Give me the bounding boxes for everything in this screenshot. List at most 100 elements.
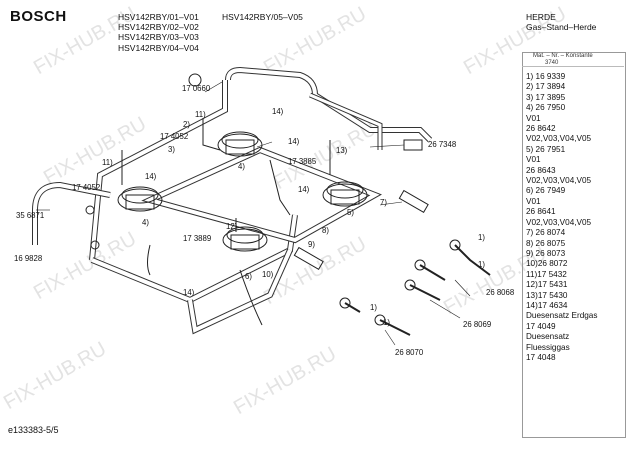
konstante-label: Mat. – Nr. – Konstante 3740 (533, 53, 593, 66)
callout-label: 4) (238, 162, 245, 171)
category-title: HERDE (526, 12, 556, 22)
callout-label: 16 9828 (14, 254, 43, 263)
gas-valve (454, 244, 491, 276)
ignition-wire (147, 244, 151, 276)
callout-label: 1) (370, 303, 377, 312)
gas-valve (404, 279, 416, 291)
parts-list-row: V02,V03,V04,V05 (526, 134, 592, 144)
category-header: HERDE Gas–Stand–Herde (526, 12, 596, 32)
callout-label: 5) (347, 208, 354, 217)
gas-valve (409, 284, 441, 301)
leader-line (454, 279, 471, 297)
frame-tube (91, 214, 297, 303)
parts-list-row: 2) 17 3894 (526, 82, 566, 92)
burner-right (322, 181, 368, 207)
model-number: HSV142RBY/04–V04 (118, 42, 199, 53)
parts-list-row: V01 (526, 155, 541, 165)
burner-front (222, 226, 268, 252)
callout-label: 12) (226, 222, 238, 231)
bracket-clip (398, 189, 429, 214)
parts-list-row: 8) 26 8075 (526, 238, 566, 248)
parts-list-row: 26 8641 (526, 207, 556, 217)
gas-valve (379, 319, 411, 336)
parts-list-row: 11)17 5432 (526, 269, 567, 279)
model-number: HSV142RBY/01–V01 (118, 12, 199, 22)
callout-label: 17 3885 (288, 157, 317, 166)
callout-label: 17 3889 (183, 234, 212, 243)
parts-list-row: 5) 26 7951 (526, 144, 566, 154)
parts-list-row: V01 (526, 196, 541, 206)
leader-line (379, 201, 403, 206)
callout-label: 26 8068 (486, 288, 515, 297)
leader-line (384, 329, 396, 346)
callout-label: 17 4052 (72, 183, 101, 192)
category-subtitle: Gas–Stand–Herde (526, 22, 597, 33)
parts-list-row: 12)17 5431 (526, 280, 568, 290)
model-list: HSV142RBY/01–V01 HSV142RBY/02–V02 HSV142… (118, 12, 199, 53)
frame-tube (90, 80, 227, 261)
parts-list-row: Duesensatz (526, 332, 570, 342)
parts-list-row: 6) 26 7949 (526, 186, 566, 196)
callout-label: 14) (183, 288, 195, 297)
parts-list-row: V01 (526, 113, 541, 123)
parts-list-row: 10)26 8072 (526, 259, 568, 269)
model-number: HSV142RBY/03–V03 (118, 32, 199, 43)
gas-valve (449, 239, 461, 251)
thermocouple (202, 118, 221, 151)
callout-label: 7) (380, 198, 387, 207)
bracket-clip (293, 246, 324, 271)
nozzle (85, 205, 95, 215)
brand-logo: BOSCH (10, 8, 67, 25)
parts-list-panel (522, 52, 626, 438)
parts-list-row: Fluessiggas (526, 342, 570, 352)
frame-tube (309, 93, 382, 150)
callout-label: 14) (272, 107, 284, 116)
burner-top (217, 131, 263, 157)
callout-label: 1) (383, 318, 390, 327)
bracket-clip (403, 139, 423, 151)
gas-valve (419, 264, 446, 281)
gas-valve (339, 297, 351, 309)
callout-label: 4) (142, 218, 149, 227)
parts-list-row: 17 4049 (526, 321, 556, 331)
callout-label: 26 7348 (428, 140, 457, 149)
callout-label: 14) (288, 137, 300, 146)
document-id: e133383-5/5 (8, 425, 59, 435)
callout-label: 2) (183, 120, 190, 129)
model-number-extra: HSV142RBY/05–V05 (222, 12, 303, 22)
callout-label: 11) (102, 158, 113, 167)
gas-valve (344, 302, 361, 313)
burner-left (117, 186, 163, 212)
gas-valve (414, 259, 426, 271)
parts-list-row: V02,V03,V04,V05 (526, 217, 592, 227)
callout-label: 11) (195, 110, 206, 119)
callout-label: 26 8069 (463, 320, 492, 329)
callout-label: 1) (478, 233, 485, 242)
callout-label: 26 8070 (395, 348, 424, 357)
callout-label: 9) (308, 240, 315, 249)
callout-label: 17 4052 (160, 132, 189, 141)
parts-list-row: 26 8643 (526, 165, 556, 175)
model-number: HSV142RBY/02–V02 (118, 22, 199, 33)
leader-line (204, 81, 223, 93)
callout-label: 3) (168, 145, 175, 154)
callout-label: 8) (322, 226, 329, 235)
parts-list-row: Duesensatz Erdgas (526, 311, 598, 321)
ignition-wire (239, 269, 263, 326)
ignition-wire (269, 159, 291, 216)
parts-list-row: 13)17 5430 (526, 290, 568, 300)
callout-label: 14) (145, 172, 157, 181)
parts-list-row: 4) 26 7950 (526, 103, 566, 113)
leader-line (369, 144, 405, 148)
frame-tube (188, 249, 292, 333)
parts-list-row: 9) 26 8073 (526, 248, 566, 258)
frame-tube (144, 147, 380, 243)
callout-label: 13) (336, 146, 348, 155)
gas-valve (374, 314, 386, 326)
parts-list-row: 3) 17 3895 (526, 92, 566, 102)
leader-line (256, 141, 273, 148)
callout-label: 35 6871 (16, 211, 45, 220)
parts-list-row: 17 4048 (526, 352, 556, 362)
exploded-view-diagram (32, 66, 491, 346)
